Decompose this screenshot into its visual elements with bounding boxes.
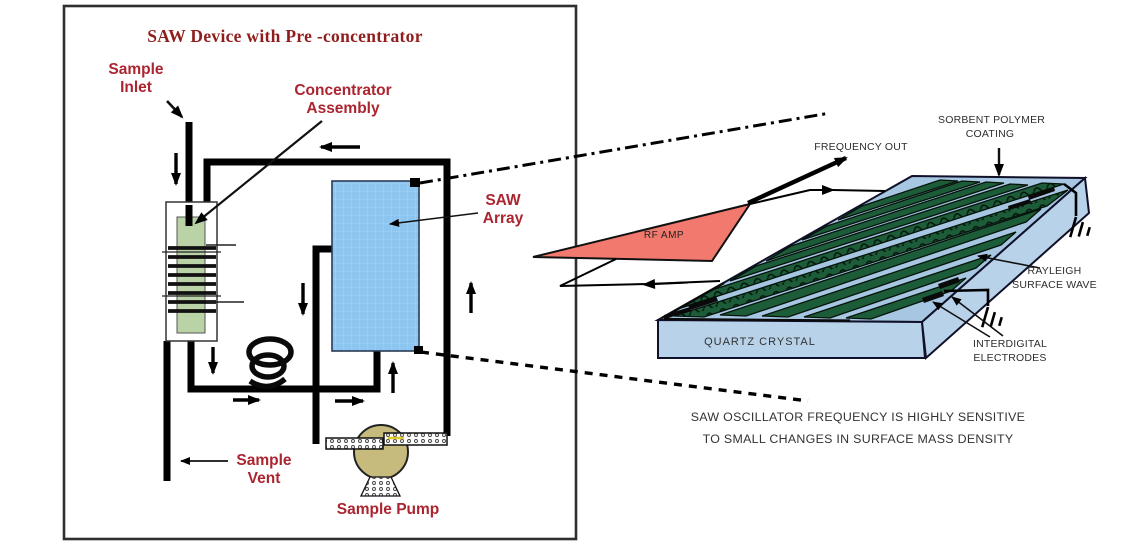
interdigital-arrow-1 (951, 296, 1004, 337)
panel-border (62, 4, 578, 541)
chip-leaders (932, 148, 1041, 338)
concentrator-assembly-label: Concentrator Assembly (294, 82, 392, 117)
sample-inlet-label: Sample Inlet (108, 61, 164, 96)
oscillator-circuit (532, 156, 886, 289)
ground-lead-top (1063, 182, 1078, 216)
rf-amp-label: RF AMP (643, 230, 685, 241)
sample-pump-label: Sample Pump (336, 501, 440, 518)
zoom-link-top-line (419, 111, 831, 185)
quartz-crystal-label: QUARTZ CRYSTAL (704, 336, 816, 348)
frequency-out-label: FREQUENCY OUT (814, 141, 908, 153)
saw-array-block (331, 180, 420, 352)
pump-port-left (325, 437, 384, 450)
front-edge-electrode-bar (663, 317, 851, 322)
pump-port-right (383, 432, 448, 446)
rayleigh-wave-texture (674, 183, 1068, 317)
drive-line-b (832, 189, 886, 192)
tubing-coil (246, 336, 294, 390)
frequency-out-arrow (747, 156, 848, 205)
saw-array-label: SAW Array (482, 192, 524, 227)
ground-lead-bottom (943, 288, 990, 306)
rf-amp-triangle (532, 202, 753, 263)
ground-leads (943, 182, 1091, 328)
saw-array-corner-tap-top (410, 178, 420, 187)
saw-chip-illustration (654, 174, 1091, 361)
saw-to-pump-pipe (312, 245, 333, 444)
rayleigh-wave-label: RAYLEIGH SURFACE WAVE (1012, 265, 1097, 291)
feedback-line-b (559, 258, 649, 287)
rayleigh-wave-arrow (977, 253, 1041, 269)
ground-icon (1068, 216, 1091, 238)
sorbent-polymer-label: SORBENT POLYMER COATING (938, 114, 1046, 140)
zoom-link-bottom-line (420, 350, 809, 403)
chip-right-face (920, 175, 1091, 361)
feedback-line-arrow (642, 279, 689, 289)
sample-inlet-arrow (166, 100, 184, 119)
concentrator-assembly-arrow (194, 120, 323, 225)
recirculation-loop-pipe (203, 158, 451, 436)
drive-line-a (749, 189, 811, 205)
concentrator-assembly-graphic (162, 201, 244, 342)
flow-schematic (163, 122, 476, 481)
sample-pump-graphic (325, 424, 448, 497)
pump-base (359, 476, 402, 497)
diagram-title: SAW Device with Pre -concentrator (147, 26, 423, 46)
heater-coil (168, 246, 216, 313)
saw-array-corner-tap-bottom (414, 346, 423, 354)
saw-array-arrow (389, 212, 479, 227)
ground-icon (980, 306, 1003, 328)
interdigital-electrode-pads (664, 187, 1055, 319)
left-edge-electrode-bar (661, 281, 725, 320)
caption: SAW OSCILLATOR FREQUENCY IS HIGHLY SENSI… (690, 410, 1026, 446)
sample-vent-label: Sample Vent (236, 452, 292, 487)
panel-leaders (166, 100, 479, 465)
interdigital-electrodes-label: INTERDIGITAL ELECTRODES (973, 338, 1047, 364)
concentrator-to-saw-pipe (187, 333, 381, 393)
interdigital-arrow-2 (932, 301, 991, 338)
